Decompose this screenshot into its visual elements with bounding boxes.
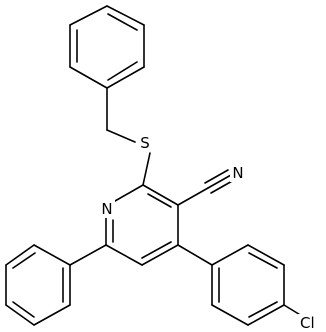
chlorine-atom: Cl: [298, 314, 322, 332]
chlorophenyl-ring-position-4: [177, 244, 303, 326]
nitrile-nitrogen-label: N: [232, 164, 243, 182]
benzyl-phenyl-ring: [69, 5, 145, 89]
pyridine-nitrogen-label: N: [101, 200, 112, 218]
nitrile-nitrogen-atom: N: [230, 164, 246, 182]
sulfur-label: S: [140, 134, 150, 152]
phenyl-ring-position-6: [5, 244, 107, 326]
nitrile-group: [177, 169, 235, 206]
sulfur-atom: S: [137, 134, 153, 152]
pyridine-ring: [105, 184, 179, 266]
chlorine-label: Cl: [300, 314, 315, 332]
pyridine-nitrogen-atom: N: [99, 200, 115, 218]
benzyl-thioether-linker: [106, 87, 151, 186]
